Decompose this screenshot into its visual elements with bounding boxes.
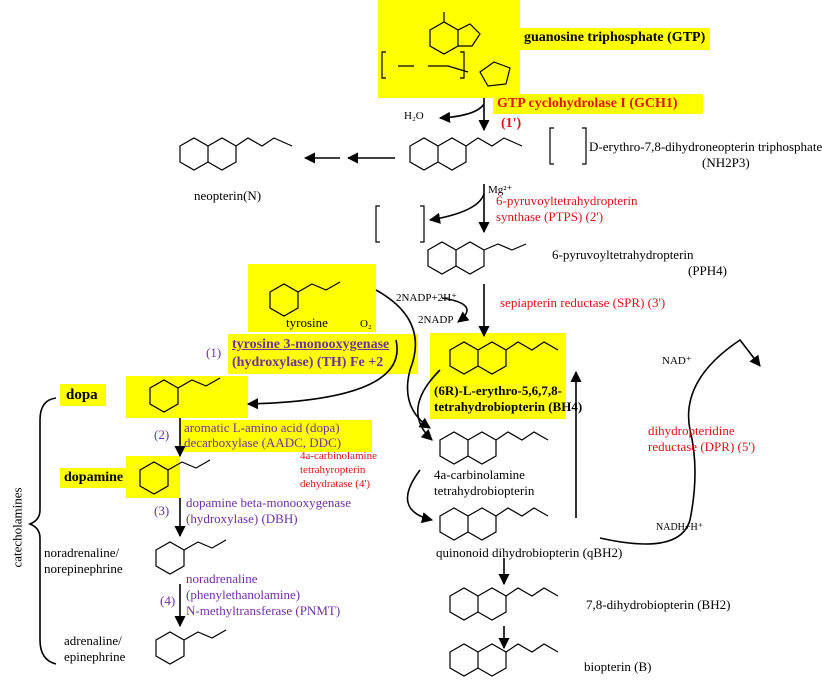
- nad-label: NAD⁺: [662, 355, 692, 367]
- arrow-dpr-cycle: [599, 338, 761, 545]
- adrenaline-structure: [155, 629, 227, 665]
- noradrenaline-label-line1: noradrenaline/: [44, 545, 120, 560]
- pnmt-label-line2: (phenylethanolamine): [186, 587, 301, 602]
- adrenaline-label-line1: adrenaline/: [64, 633, 122, 648]
- pcd-label-line1: 4a-carbinolamine: [300, 450, 377, 462]
- pnmt-number: (4): [160, 593, 176, 608]
- o2-label: O₂: [360, 318, 372, 330]
- dpr-label-line2: reductase (DPR) (5'): [648, 439, 756, 454]
- spr-label: sepiapterin reductase (SPR) (3'): [500, 295, 666, 310]
- tyrosine-label: tyrosine: [286, 315, 328, 330]
- aadc-label-line2: decarboxylase (AADC, DDC): [184, 435, 342, 450]
- dbh-label-line1: dopamine beta-monooxygenase: [186, 495, 351, 510]
- arrow-o2-cofactor: [375, 289, 431, 429]
- bh2-structure: [449, 587, 559, 621]
- aadc-number: (2): [154, 427, 170, 442]
- nadh-label: NADH+H⁺: [656, 522, 704, 533]
- dopa-label: dopa: [66, 387, 98, 403]
- th-label-line1: tyrosine 3-monooxygenase: [232, 337, 390, 352]
- th-label-line2: (hydroxylase) (TH) Fe +2: [232, 355, 384, 370]
- gtp-label-highlight: [520, 28, 710, 50]
- catecholamines-label: catecholamines: [9, 487, 25, 568]
- dbh-number: (3): [154, 503, 170, 518]
- dbh-label-line2: (hydroxylase) (DBH): [186, 511, 298, 526]
- h2o-label: H₂O: [404, 110, 424, 122]
- neopterin-structure: [179, 137, 293, 171]
- bh4-highlight: [430, 333, 566, 419]
- th-highlight: [228, 334, 418, 374]
- carbinolamine-label-line2: tetrahydrobiopterin: [434, 483, 535, 498]
- carbinolamine-structure: [439, 431, 549, 465]
- pph4-label-line2: (PPH4): [688, 263, 728, 278]
- dopamine-structure: [139, 459, 211, 495]
- ptps-label-line1: 6-pyruvoyltetrahydropterin: [496, 193, 638, 208]
- th-number: (1): [206, 345, 222, 360]
- neopterin-label: neopterin(N): [194, 188, 262, 203]
- tyrosine-highlight: [248, 264, 376, 332]
- nadp-h-label: 2NADP+2H⁺: [396, 292, 457, 304]
- bh2-label: 7,8-dihydrobiopterin (BH2): [586, 597, 731, 612]
- tyrosine-structure: [269, 281, 341, 317]
- catecholamines-brace: [27, 397, 57, 665]
- noradrenaline-structure: [155, 539, 227, 575]
- gtp-highlight: [378, 0, 520, 98]
- gtp-label: guanosine triphosphate (GTP): [524, 30, 706, 45]
- gch1-highlight: [493, 94, 703, 114]
- qbh2-label: quinonoid dihydrobiopterin (qBH2): [436, 545, 623, 560]
- gtp-structure: [381, 12, 511, 87]
- dopamine-label: dopamine: [64, 470, 124, 485]
- biopterin-structure: [449, 643, 559, 677]
- aadc-highlight: [180, 420, 372, 452]
- arrow-h2o-release: [438, 103, 485, 124]
- gch1-number: (1'): [501, 116, 522, 131]
- aadc-label-line1: aromatic L-amino acid (dopa): [184, 420, 340, 435]
- arrow-nadp-cofactor: [441, 297, 470, 323]
- dopa-label-highlight: [60, 384, 106, 406]
- dopa-structure: [149, 377, 221, 413]
- adrenaline-label-line2: epinephrine: [64, 649, 126, 664]
- arrow-tyrosine-to-dopa: [246, 339, 398, 410]
- pph4-structure: [375, 205, 527, 275]
- pph4-label-line1: 6-pyruvoyltetrahydropterin: [552, 247, 694, 262]
- ptps-label-line2: synthase (PTPS) (2'): [496, 209, 604, 224]
- pnmt-label-line3: N-methyltransferase (PNMT): [186, 603, 341, 618]
- pcd-label-line3: dehydratase (4'): [300, 478, 371, 490]
- nh2p3-label-line2: (NH2P3): [702, 155, 750, 170]
- arrow-carbinolamine-to-qbh2: [406, 469, 434, 524]
- nadp-label: 2NADP: [418, 314, 454, 326]
- nh2p3-label-line1: D-erythro-7,8-dihydroneopterin triphosph…: [589, 139, 822, 154]
- biopterin-label: biopterin (B): [584, 659, 652, 674]
- arrow-phosphate-release: [428, 193, 485, 224]
- dpr-label-line1: dihydropteridine: [648, 423, 735, 438]
- noradrenaline-label-line2: norepinephrine: [44, 561, 123, 576]
- carbinolamine-label-line1: 4a-carbinolamine: [434, 467, 525, 482]
- gch1-label: GTP cyclohydrolase I (GCH1): [497, 96, 678, 111]
- dopamine-label-highlight: [60, 468, 126, 488]
- bh4-structure: [449, 341, 559, 375]
- pcd-label-line2: tetrahyropterin: [300, 464, 366, 476]
- arrow-bh4-to-carbinolamine: [417, 369, 441, 441]
- qbh2-structure: [439, 507, 549, 541]
- mg-label: Mg²⁺: [488, 184, 513, 196]
- bh4-label-line2: tetrahydrobiopterin (BH4): [434, 399, 583, 414]
- nh2p3-structure: [409, 127, 587, 171]
- bh4-label-line1: (6R)-L-erythro-5,6,7,8-: [434, 383, 562, 398]
- pnmt-label-line1: noradrenaline: [186, 571, 258, 586]
